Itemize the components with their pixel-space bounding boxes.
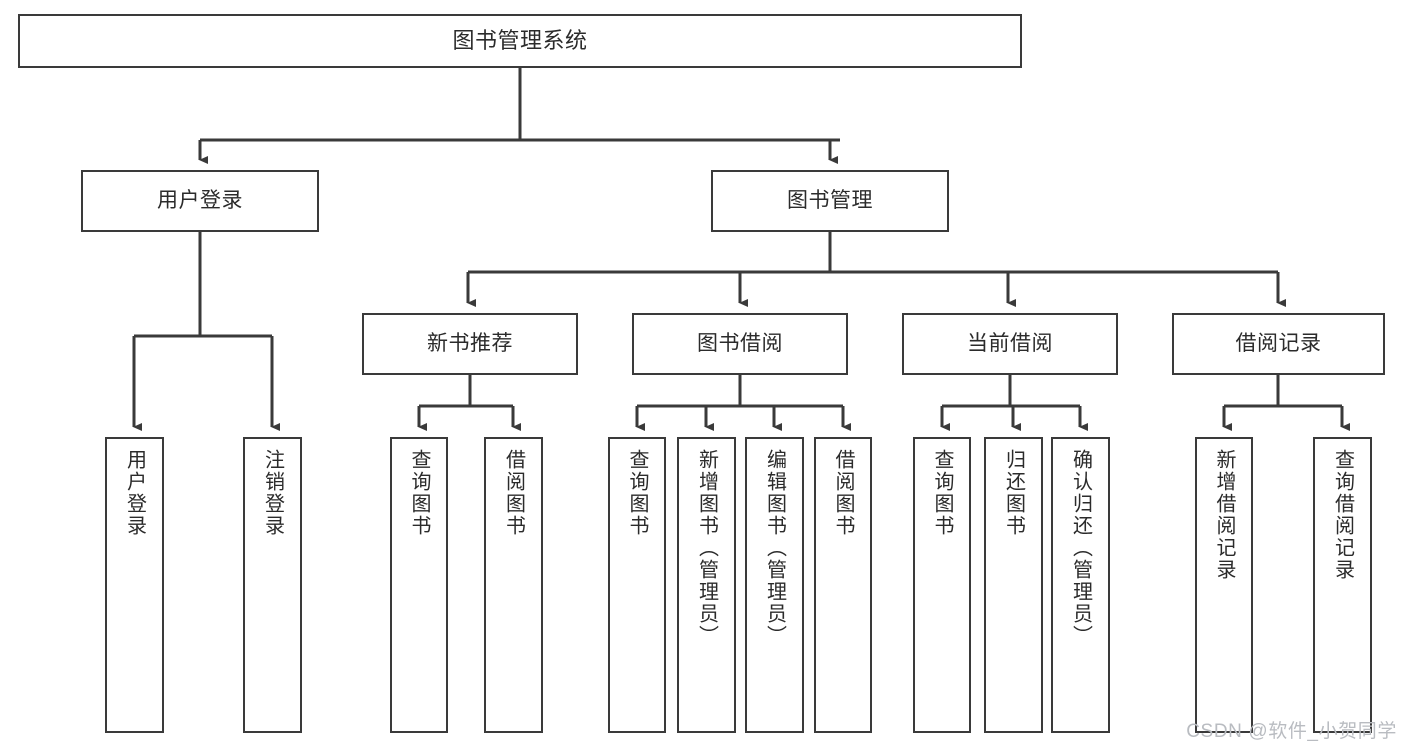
node-borrow-record[interactable]: 借阅记录 bbox=[1172, 313, 1385, 375]
node-book-borrow-label: 图书借阅 bbox=[697, 331, 783, 355]
leaf-add-book-admin[interactable]: 新增图书（管理员） bbox=[677, 437, 736, 733]
node-root-label: 图书管理系统 bbox=[452, 28, 588, 54]
leaf-add-borrow-record-label: 新增借阅记录 bbox=[1213, 449, 1235, 581]
leaf-query-book-new[interactable]: 查询图书 bbox=[390, 437, 448, 733]
leaf-add-book-admin-label: 新增图书（管理员） bbox=[695, 449, 718, 647]
node-book-borrow[interactable]: 图书借阅 bbox=[632, 313, 848, 375]
leaf-confirm-return-admin-label: 确认归还（管理员） bbox=[1069, 449, 1092, 647]
leaf-borrow-book-label: 借阅图书 bbox=[832, 449, 854, 537]
node-borrow-record-label: 借阅记录 bbox=[1235, 331, 1322, 355]
leaf-query-book-current-label: 查询图书 bbox=[931, 449, 953, 537]
leaf-query-book-current[interactable]: 查询图书 bbox=[913, 437, 971, 733]
node-new-book-recommend[interactable]: 新书推荐 bbox=[362, 313, 578, 375]
leaf-query-borrow-record[interactable]: 查询借阅记录 bbox=[1313, 437, 1372, 733]
leaf-borrow-book-new-label: 借阅图书 bbox=[502, 449, 525, 537]
leaf-edit-book-admin[interactable]: 编辑图书（管理员） bbox=[745, 437, 804, 733]
watermark: CSDN @软件_小贺同学 bbox=[1186, 721, 1397, 742]
leaf-add-borrow-record[interactable]: 新增借阅记录 bbox=[1195, 437, 1253, 733]
node-user-login-label: 用户登录 bbox=[157, 188, 243, 212]
leaf-logout[interactable]: 注销登录 bbox=[243, 437, 302, 733]
leaf-query-book-new-label: 查询图书 bbox=[408, 449, 430, 537]
node-current-borrow-label: 当前借阅 bbox=[967, 331, 1053, 355]
leaf-user-login-label: 用户登录 bbox=[123, 449, 146, 537]
leaf-borrow-book[interactable]: 借阅图书 bbox=[814, 437, 872, 733]
node-book-management[interactable]: 图书管理 bbox=[711, 170, 949, 232]
leaf-query-borrow-record-label: 查询借阅记录 bbox=[1331, 449, 1354, 581]
node-current-borrow[interactable]: 当前借阅 bbox=[902, 313, 1118, 375]
leaf-edit-book-admin-label: 编辑图书（管理员） bbox=[763, 449, 786, 647]
node-root[interactable]: 图书管理系统 bbox=[18, 14, 1022, 68]
leaf-borrow-book-new[interactable]: 借阅图书 bbox=[484, 437, 543, 733]
leaf-user-login[interactable]: 用户登录 bbox=[105, 437, 164, 733]
leaf-query-book-borrow-label: 查询图书 bbox=[626, 449, 648, 537]
leaf-logout-label: 注销登录 bbox=[261, 449, 284, 537]
leaf-return-book[interactable]: 归还图书 bbox=[984, 437, 1043, 733]
node-new-book-recommend-label: 新书推荐 bbox=[427, 331, 513, 355]
leaf-return-book-label: 归还图书 bbox=[1002, 449, 1025, 537]
leaf-query-book-borrow[interactable]: 查询图书 bbox=[608, 437, 666, 733]
node-book-management-label: 图书管理 bbox=[787, 188, 873, 212]
node-user-login[interactable]: 用户登录 bbox=[81, 170, 319, 232]
leaf-confirm-return-admin[interactable]: 确认归还（管理员） bbox=[1051, 437, 1110, 733]
